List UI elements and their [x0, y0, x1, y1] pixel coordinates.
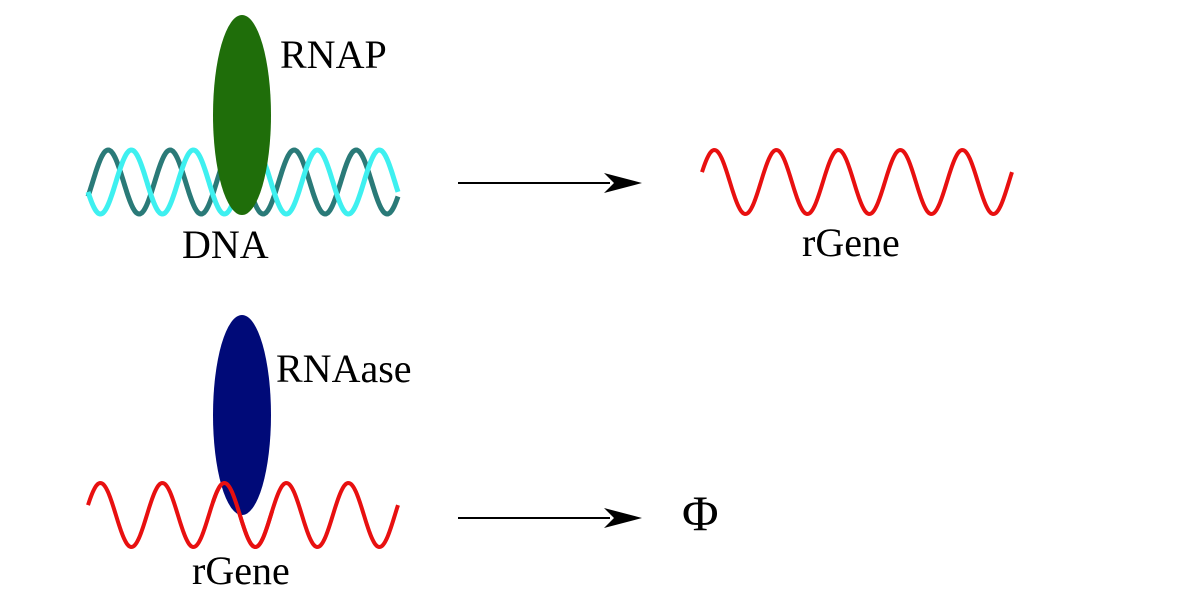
rnaase-enzyme: [213, 315, 271, 515]
degradation-reaction: RNAase rGene Φ: [86, 315, 719, 593]
rnaase-label: RNAase: [276, 346, 412, 391]
empty-set-phi-label: Φ: [682, 485, 719, 541]
rgene-product-label: rGene: [802, 220, 900, 265]
dna-label: DNA: [182, 222, 269, 267]
rgene-product-wave: [700, 147, 1014, 217]
rgene-substrate-label: rGene: [192, 548, 290, 593]
rnap-enzyme: [213, 15, 271, 215]
reaction-arrow: [458, 508, 642, 528]
transcription-reaction: RNAP DNA rGene: [85, 15, 1014, 267]
rgene-substrate-wave-front: [211, 480, 274, 550]
reaction-arrow: [458, 173, 642, 193]
rnap-label: RNAP: [280, 32, 387, 77]
